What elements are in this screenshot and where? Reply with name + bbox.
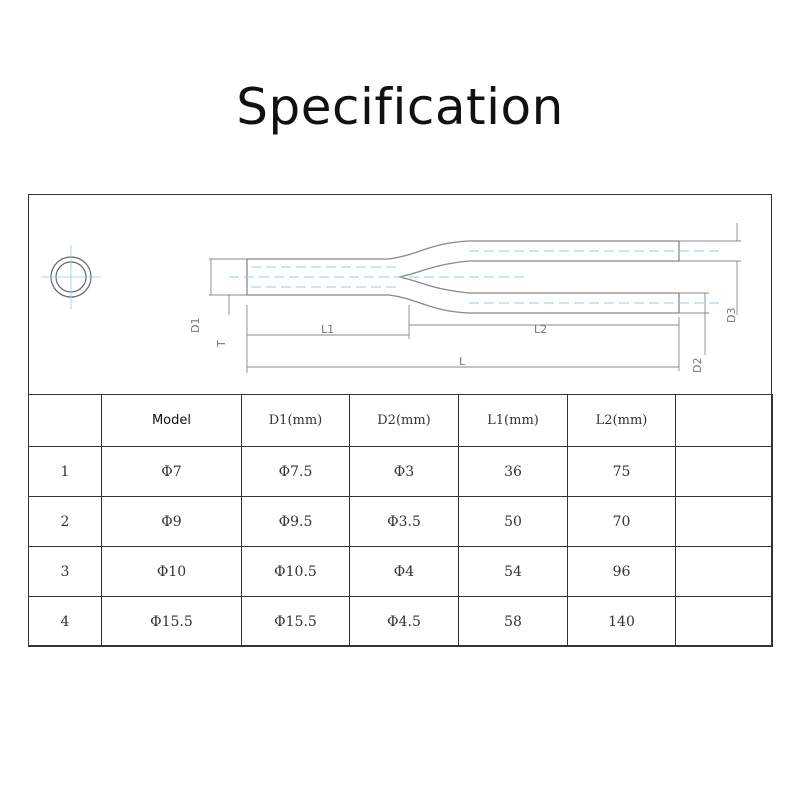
label-d1: D1 bbox=[189, 318, 202, 333]
table-cell: 1 bbox=[28, 446, 102, 497]
table-cell: 70 bbox=[567, 496, 676, 547]
table-cell: Φ7.5 bbox=[241, 446, 350, 497]
table-cell: Φ10 bbox=[101, 546, 242, 597]
table-cell: 75 bbox=[567, 446, 676, 497]
table-cell: Φ4 bbox=[349, 546, 459, 597]
header-l2: L2(mm) bbox=[567, 394, 676, 447]
header-cell bbox=[675, 394, 773, 447]
table-cell: 54 bbox=[458, 546, 568, 597]
table-cell: Φ9 bbox=[101, 496, 242, 547]
header-d1: D1(mm) bbox=[241, 394, 350, 447]
table-cell bbox=[675, 496, 773, 547]
table-row: 2 Φ9 Φ9.5 Φ3.5 50 70 bbox=[28, 496, 773, 547]
table-cell: 58 bbox=[458, 596, 568, 647]
table-cell: 2 bbox=[28, 496, 102, 547]
table-cell: 140 bbox=[567, 596, 676, 647]
table-cell: 36 bbox=[458, 446, 568, 497]
header-l1: L1(mm) bbox=[458, 394, 568, 447]
table-row: 4 Φ15.5 Φ15.5 Φ4.5 58 140 bbox=[28, 596, 773, 647]
table-cell: Φ7 bbox=[101, 446, 242, 497]
table-cell: 3 bbox=[28, 546, 102, 597]
table-cell bbox=[675, 446, 773, 497]
table-cell: 4 bbox=[28, 596, 102, 647]
center-lines bbox=[229, 250, 719, 304]
label-l1: L1 bbox=[321, 323, 334, 336]
table-cell: Φ3 bbox=[349, 446, 459, 497]
technical-drawing: D1 T L1 L2 L D2 D3 bbox=[41, 223, 741, 373]
table-cell: Φ10.5 bbox=[241, 546, 350, 597]
table-cell: Φ15.5 bbox=[241, 596, 350, 647]
table-cell: Φ9.5 bbox=[241, 496, 350, 547]
page-title: Specification bbox=[236, 78, 564, 136]
table-cell: 50 bbox=[458, 496, 568, 547]
header-model: Model bbox=[101, 394, 242, 447]
header-cell bbox=[28, 394, 102, 447]
dimension-lines bbox=[209, 223, 741, 373]
table-cell bbox=[675, 596, 773, 647]
table-cell: Φ3.5 bbox=[349, 496, 459, 547]
table-row: 3 Φ10 Φ10.5 Φ4 54 96 bbox=[28, 546, 773, 597]
header-d2: D2(mm) bbox=[349, 394, 459, 447]
label-d2: D2 bbox=[691, 358, 704, 373]
table-cell: Φ15.5 bbox=[101, 596, 242, 647]
table-cell: 96 bbox=[567, 546, 676, 597]
end-view bbox=[41, 245, 101, 309]
label-d3: D3 bbox=[725, 308, 738, 323]
label-t: T bbox=[215, 340, 228, 348]
table-cell: Φ4.5 bbox=[349, 596, 459, 647]
label-l2: L2 bbox=[534, 323, 547, 336]
spec-table: Model D1(mm) D2(mm) L1(mm) L2(mm) 1 Φ7 Φ… bbox=[28, 394, 773, 647]
label-l: L bbox=[459, 355, 466, 368]
table-cell bbox=[675, 546, 773, 597]
table-row: 1 Φ7 Φ7.5 Φ3 36 75 bbox=[28, 446, 773, 497]
table-header-row: Model D1(mm) D2(mm) L1(mm) L2(mm) bbox=[28, 394, 773, 447]
